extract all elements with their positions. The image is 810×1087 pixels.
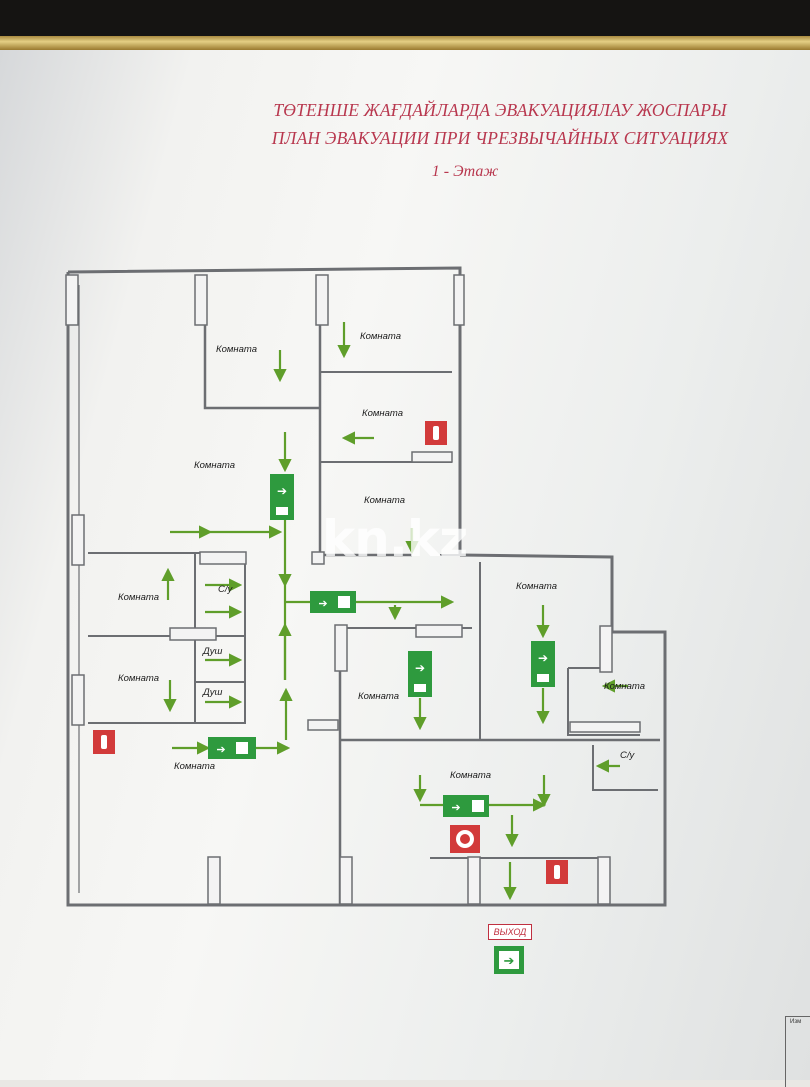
exit-signs: ➔ ➔ ➔ ➔ ➔ ➔ ➔ (208, 474, 555, 974)
fire-extinguisher-icon (93, 730, 115, 754)
running-man-icon: ➔ (310, 591, 356, 613)
room-label: Комната (174, 761, 215, 772)
walls (66, 266, 667, 907)
svg-text:➔: ➔ (318, 598, 327, 610)
wc-label: С/у (620, 750, 636, 761)
svg-text:➔: ➔ (538, 651, 548, 665)
room-label: Комната (358, 691, 399, 702)
fire-extinguisher-icon (425, 421, 447, 445)
picture-frame-gold-edge (0, 36, 810, 50)
room-label: Комната (194, 460, 235, 471)
stamp-label: Изм (790, 1019, 802, 1025)
shower-label: Душ (202, 646, 223, 657)
room-label: Комната (118, 673, 159, 684)
running-man-icon: ➔ (208, 737, 256, 759)
running-man-icon: ➔ (531, 641, 555, 687)
title-block-stamp: Изм (785, 1016, 810, 1087)
shower-label: Душ (202, 687, 223, 698)
running-man-icon: ➔ (408, 651, 432, 697)
watermark: kn.kz (322, 510, 468, 568)
fire-alarm-icon (450, 825, 480, 853)
svg-text:➔: ➔ (451, 802, 460, 814)
title-kazakh: ТӨТЕНШЕ ЖАҒДАЙЛАРДА ЭВАКУАЦИЯЛАУ ЖОСПАРЫ (273, 100, 727, 120)
svg-text:➔: ➔ (415, 661, 425, 675)
room-label: Комната (118, 592, 159, 603)
room-label: Комната (360, 331, 401, 342)
route-connectors (283, 585, 444, 807)
running-man-icon: ➔ (443, 795, 489, 817)
fire-extinguishers (93, 421, 568, 884)
picture-frame-top (0, 0, 810, 40)
room-labels: Комната Комната Комната Комната Комната … (118, 331, 645, 781)
columns (65, 274, 641, 905)
running-man-icon: ➔ (270, 474, 294, 520)
fire-extinguisher-icon (546, 860, 568, 884)
svg-text:➔: ➔ (216, 744, 225, 756)
wc-label: С/у (218, 584, 234, 595)
floor-label: 1 - Этаж (431, 163, 499, 180)
room-label: Комната (216, 344, 257, 355)
room-label: Комната (604, 681, 645, 692)
evacuation-route (161, 322, 628, 901)
svg-text:➔: ➔ (504, 953, 515, 968)
room-label: Комната (364, 495, 405, 506)
exit-label: ВЫХОД (488, 924, 532, 940)
running-man-icon: ➔ (494, 946, 524, 974)
room-label: Комната (516, 581, 557, 592)
title-russian: ПЛАН ЭВАКУАЦИИ ПРИ ЧРЕЗВЫЧАЙНЫХ СИТУАЦИЯ… (271, 128, 729, 148)
room-label: Комната (362, 408, 403, 419)
plan-sheet (0, 50, 810, 1080)
svg-text:➔: ➔ (277, 484, 287, 498)
room-label: Комната (450, 770, 491, 781)
